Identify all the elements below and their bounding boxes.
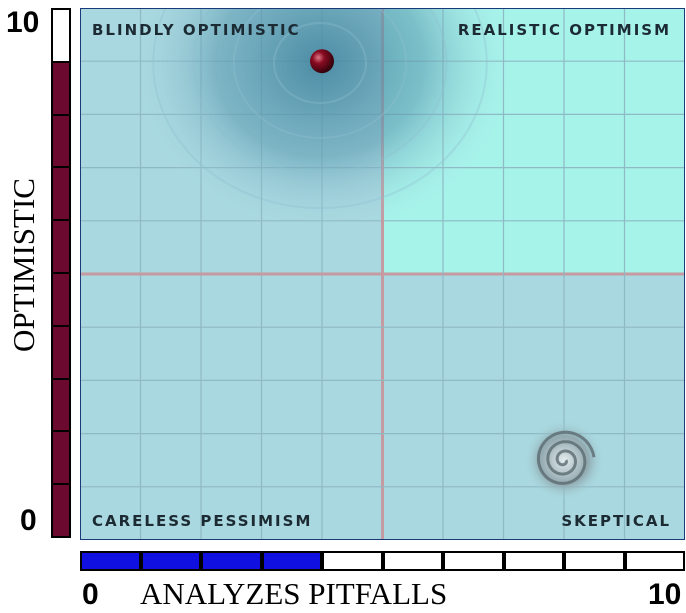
quadrant-chart: BLINDLY OPTIMISTIC REALISTIC OPTIMISM CA… — [80, 8, 685, 540]
pitfalls-meter-segment — [201, 551, 262, 571]
optimism-meter-segment — [51, 272, 71, 327]
quadrant-label-careless-pessimism: CARELESS PESSIMISM — [92, 512, 313, 530]
y-axis-label: OPTIMISTIC — [6, 178, 42, 352]
optimism-meter — [51, 8, 71, 538]
pitfalls-meter-segment — [80, 551, 141, 571]
optimism-meter-segment — [51, 60, 71, 116]
gray-swirl-marker — [524, 420, 604, 501]
optimism-meter-segment — [51, 377, 71, 433]
pitfalls-meter-segment — [261, 551, 322, 571]
optimism-meter-segment — [51, 430, 71, 486]
pitfalls-meter-segment — [624, 551, 685, 571]
background-swirl — [130, 8, 510, 233]
y-min-label: 0 — [20, 504, 37, 537]
pitfalls-meter-segment — [382, 551, 443, 571]
pitfalls-meter — [80, 551, 685, 571]
quadrant-label-skeptical: SKEPTICAL — [561, 512, 671, 530]
optimism-meter-segment — [51, 166, 71, 222]
red-ball-marker — [310, 49, 334, 74]
optimism-meter-segment — [51, 113, 71, 169]
x-max-label: 10 — [648, 578, 682, 611]
pitfalls-meter-segment — [322, 551, 383, 571]
pitfalls-meter-segment — [443, 551, 504, 571]
quadrant-label-blindly-optimistic: BLINDLY OPTIMISTIC — [92, 21, 301, 39]
pitfalls-meter-segment — [503, 551, 564, 571]
x-axis-label: ANALYZES PITFALLS — [140, 576, 448, 611]
y-max-label: 10 — [6, 6, 40, 39]
x-min-label: 0 — [82, 578, 99, 611]
optimism-meter-segment — [51, 219, 71, 274]
optimism-meter-segment — [51, 8, 71, 63]
quadrant-label-realistic-optimism: REALISTIC OPTIMISM — [457, 21, 671, 39]
pitfalls-meter-segment — [564, 551, 625, 571]
pitfalls-meter-segment — [140, 551, 201, 571]
optimism-meter-segment — [51, 324, 71, 380]
optimism-meter-segment — [51, 483, 71, 538]
